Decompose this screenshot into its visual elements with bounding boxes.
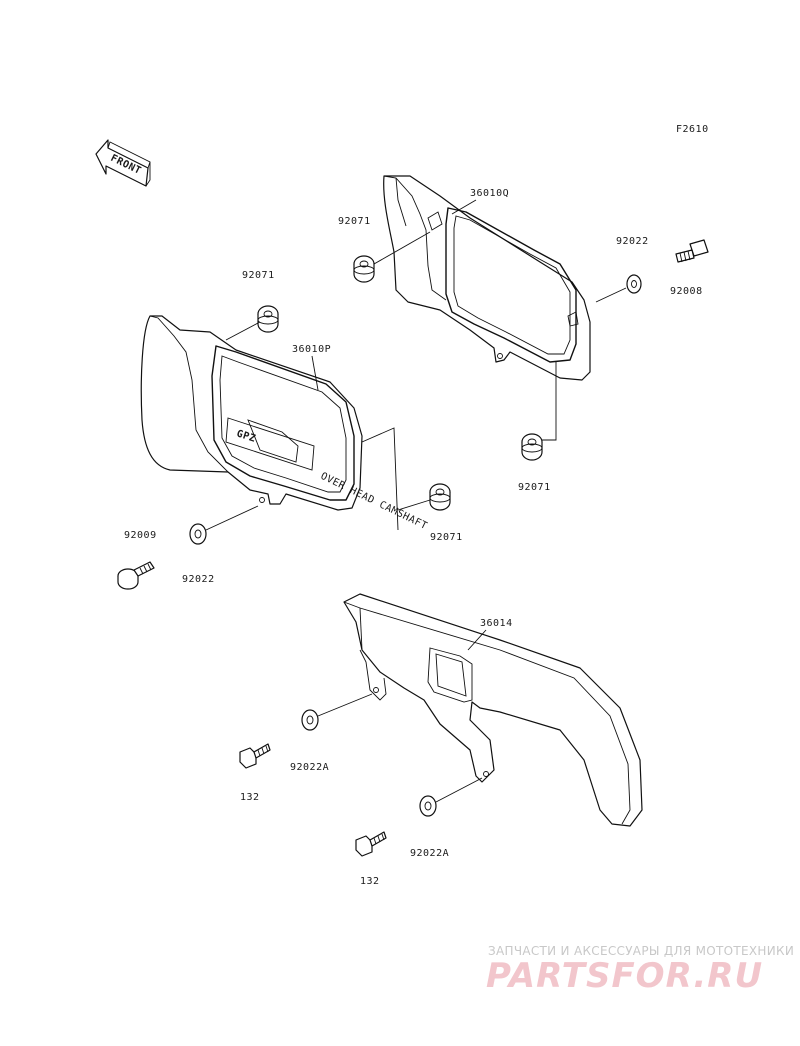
part-label-36010p: 36010P [292,344,331,355]
decal-emblem: GPZ [225,417,315,471]
leader-92071-c [542,362,557,441]
washer-92022-b [189,523,207,545]
part-label-92022-a: 92022 [616,236,649,247]
leader-92071-b [225,321,261,341]
leader-92022-a [595,287,627,303]
chain-case-36014 [343,593,643,827]
washer-92022-a [626,274,642,294]
leader-92071-a [373,231,431,265]
part-label-36010q: 36010Q [470,188,509,199]
bolt-132-a [239,743,271,769]
watermark-tagline: ЗАПЧАСТИ И АКСЕССУАРЫ ДЛЯ МОТОТЕХНИКИ [488,944,795,958]
front-arrow-icon: FRONT [95,139,151,187]
part-label-92022-b: 92022 [182,574,215,585]
leader-36014 [467,629,487,651]
leader-decal [361,427,399,531]
part-label-36014: 36014 [480,618,513,629]
bolt-132-b [355,831,387,857]
part-label-92071-a: 92071 [338,216,371,227]
part-label-92022a-a: 92022A [290,762,329,773]
leader-92022-b [205,505,259,531]
watermark-logo: PARTSFOR.RU [486,956,764,996]
grommet-92071-d [429,483,451,511]
part-label-92008: 92008 [670,286,703,297]
leader-92071-d [397,499,431,511]
leader-92022a-a [317,693,373,717]
part-label-132-a: 132 [240,792,260,803]
leader-92022a-b [435,777,483,803]
washer-92022a-b [419,795,437,817]
part-label-92071-d: 92071 [430,532,463,543]
washer-92022a-a [301,709,319,731]
screw-92009 [117,561,155,590]
leader-36010q [451,199,477,215]
side-cover-36010p: GPZ [140,315,363,511]
part-label-92071-b: 92071 [242,270,275,281]
leader-36010p [311,355,319,391]
grommet-92071-c [521,433,543,461]
part-label-132-b: 132 [360,876,380,887]
figure-code: F2610 [676,124,709,135]
part-label-92071-c: 92071 [518,482,551,493]
grommet-92071-a [353,255,375,283]
grommet-92071-b [257,305,279,333]
side-cover-36010q [383,175,591,381]
screw-92008 [675,239,709,263]
part-label-92009: 92009 [124,530,157,541]
part-label-92022a-b: 92022A [410,848,449,859]
